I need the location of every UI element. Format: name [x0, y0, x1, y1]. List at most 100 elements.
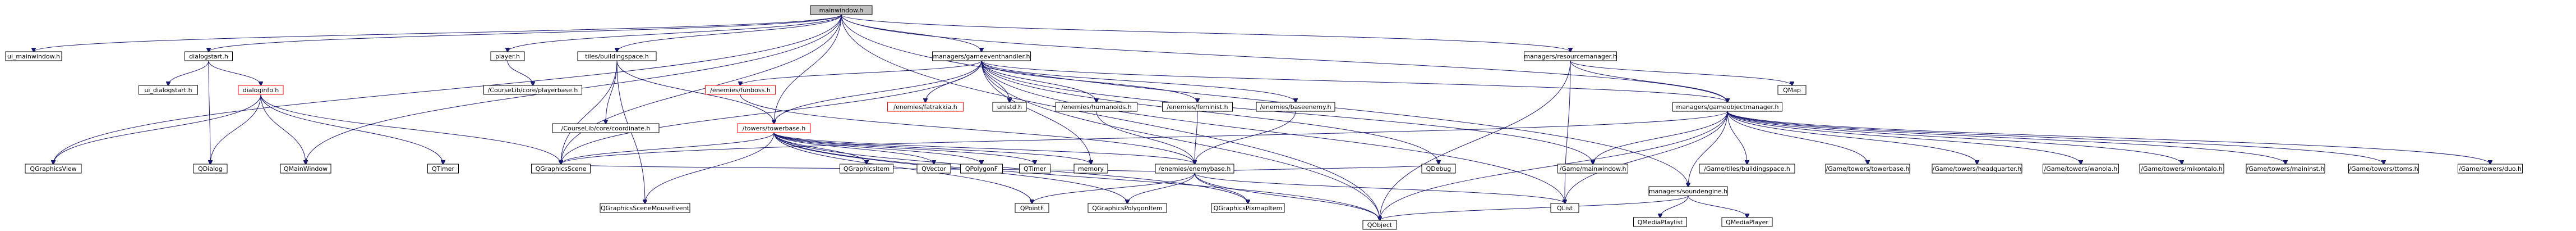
edge-player-to-courseplayerbase [507, 60, 533, 85]
node-box-gameeventhandler [932, 51, 1031, 61]
node-tilesbuilding[interactable]: tiles/buildingspace.h [577, 51, 657, 61]
node-label-qdialog: QDialog [198, 165, 223, 173]
node-humanoids[interactable]: /enemies/humanoids.h [1056, 102, 1137, 112]
node-fatrakkia[interactable]: /enemies/fatrakkia.h [887, 102, 964, 112]
node-player[interactable]: player.h [490, 51, 525, 61]
node-qmap: QMap [1777, 85, 1807, 95]
edge-gameeventhandler-to-feminist [981, 60, 1197, 102]
node-mainwindow[interactable]: mainwindow.h [810, 5, 873, 15]
node-enemybase[interactable]: /enemies/enemybase.h [1155, 164, 1234, 174]
edge-mainwindow-to-gameeventhandler [841, 14, 981, 52]
edge-gameobjectmanager-to-game_mainwindow [1593, 111, 1728, 164]
node-label-qlist: QList [1557, 205, 1573, 212]
node-box-game_maininst [2246, 164, 2325, 174]
node-resourcemanager[interactable]: managers/resourcemanager.h [1524, 51, 1617, 61]
node-box-game_duo [2458, 164, 2523, 174]
node-label-game_mainwindow: /Game/mainwindow.h [1560, 165, 1626, 173]
node-box-qmainwindow [280, 164, 331, 174]
node-label-qtimer2: QTimer [1024, 165, 1047, 173]
node-label-qdebug: QDebug [1426, 165, 1451, 173]
edge-gameeventhandler-to-towerbase [774, 60, 982, 124]
node-qmainwindow: QMainWindow [280, 164, 331, 174]
edge-gameobjectmanager-to-game_wanola [1727, 111, 2081, 164]
node-label-ui_dialogstart: ui_dialogstart.h [144, 87, 192, 94]
node-qvector: QVector [916, 164, 951, 174]
node-label-qmediaplaylist: QMediaPlaylist [1638, 219, 1683, 226]
edge-enemybase-to-qgraphicspolygonitem [1127, 173, 1195, 203]
node-label-qpointf: QPointF [1020, 205, 1044, 212]
node-qgraphicsscene: QGraphicsScene [531, 164, 591, 174]
node-soundengine[interactable]: managers/soundengine.h [1648, 186, 1728, 196]
edge-gameobjectmanager-to-qobject [1380, 111, 1728, 220]
node-box-feminist [1162, 102, 1233, 112]
node-qgraphicsitem: QGraphicsItem [840, 164, 893, 174]
node-label-player: player.h [495, 53, 520, 60]
node-funboss[interactable]: /enemies/funboss.h [705, 85, 776, 95]
node-label-game_headquarter: /Game/towers/headquarter.h [1933, 165, 2022, 173]
node-towerbase[interactable]: /towers/towerbase.h [737, 123, 811, 133]
edge-gameeventhandler-to-baseenemy [981, 60, 1296, 102]
node-label-qtimer: QTimer [432, 165, 455, 173]
node-box-qpolygonf [960, 164, 1003, 174]
node-box-game_mainwindow [1557, 164, 1628, 174]
node-box-gameobjectmanager [1672, 102, 1782, 112]
node-box-game_headquarter [1932, 164, 2022, 174]
node-box-dialoginfo [238, 85, 284, 95]
edge-mainwindow-to-gameobjectmanager [841, 14, 1727, 102]
edge-gameeventhandler-to-qobject [981, 60, 1380, 220]
edge-soundengine-to-qmediaplaylist [1660, 195, 1689, 218]
node-game_wanola: /Game/towers/wanola.h [2043, 164, 2119, 174]
node-dialoginfo[interactable]: dialoginfo.h [238, 85, 284, 95]
edge-resourcemanager-to-qmap [1570, 60, 1792, 85]
node-qtimer: QTimer [427, 164, 459, 174]
node-qlist: QList [1550, 203, 1579, 213]
node-box-coursecoordinate [552, 123, 660, 133]
node-memory: memory [1073, 164, 1108, 174]
node-game_mainwindow: /Game/mainwindow.h [1557, 164, 1628, 174]
edge-funboss-to-enemybase [740, 94, 1195, 164]
edge-towerbase-to-qtimer2 [773, 132, 1035, 164]
node-unistd: unistd.h [992, 102, 1027, 112]
edge-feminist-to-enemybase [1195, 111, 1198, 164]
node-gameobjectmanager[interactable]: managers/gameobjectmanager.h [1672, 102, 1782, 112]
node-baseenemy[interactable]: /enemies/baseenemy.h [1256, 102, 1335, 112]
node-label-game_towerbase: /Game/towers/towerbase.h [1826, 165, 1910, 173]
edge-gameeventhandler-to-qdebug [981, 60, 1439, 164]
edge-gameobjectmanager-to-qlist [1565, 111, 1728, 203]
node-box-fatrakkia [887, 102, 964, 112]
node-label-humanoids: /enemies/humanoids.h [1061, 103, 1132, 111]
edge-gameeventhandler-to-funboss [740, 60, 982, 85]
node-box-qgraphicsitem [840, 164, 893, 174]
node-game_headquarter: /Game/towers/headquarter.h [1932, 164, 2022, 174]
edge-enemybase-to-qlist [1194, 173, 1565, 203]
node-gameeventhandler[interactable]: managers/gameeventhandler.h [932, 51, 1031, 61]
node-qgraphicspolygonitem: QGraphicsPolygonItem [1087, 203, 1167, 213]
node-dialogstart[interactable]: dialogstart.h [185, 51, 233, 61]
node-box-player [490, 51, 525, 61]
node-label-dialoginfo: dialoginfo.h [243, 87, 279, 94]
node-label-unistd: unistd.h [997, 103, 1022, 111]
edge-enemybase-to-qobject [1194, 173, 1380, 220]
node-label-feminist: /enemies/feminist.h [1167, 103, 1228, 111]
node-label-fatrakkia: /enemies/fatrakkia.h [893, 103, 957, 111]
node-qtimer2: QTimer [1019, 164, 1050, 174]
edge-soundengine-to-qmediaplayer [1688, 195, 1747, 218]
node-qgraphicsscenemouse: QGraphicsSceneMouseEvent [600, 203, 690, 213]
node-label-qvector: QVector [921, 165, 946, 173]
node-box-qtimer2 [1019, 164, 1050, 174]
node-box-dialogstart [185, 51, 233, 61]
node-box-game_buildingspace [1699, 164, 1795, 174]
node-label-qgraphicspixmapitem: QGraphicsPixmapItem [1214, 205, 1283, 212]
node-qpolygonf: QPolygonF [960, 164, 1003, 174]
node-box-humanoids [1056, 102, 1137, 112]
edge-towerbase-to-qgraphicspixmapitem [773, 132, 1248, 203]
node-box-mainwindow [810, 5, 873, 15]
node-label-qmainwindow: QMainWindow [284, 165, 328, 173]
node-qmediaplaylist: QMediaPlaylist [1633, 217, 1687, 227]
edge-gameeventhandler-to-gameobjectmanager [981, 60, 1727, 102]
node-label-qgraphicsscene: QGraphicsScene [536, 165, 587, 173]
edge-mainwindow-to-ui_mainwindow [34, 14, 842, 52]
node-box-game_ttoms [2348, 164, 2419, 174]
node-qdebug: QDebug [1421, 164, 1456, 174]
node-feminist[interactable]: /enemies/feminist.h [1162, 102, 1233, 112]
